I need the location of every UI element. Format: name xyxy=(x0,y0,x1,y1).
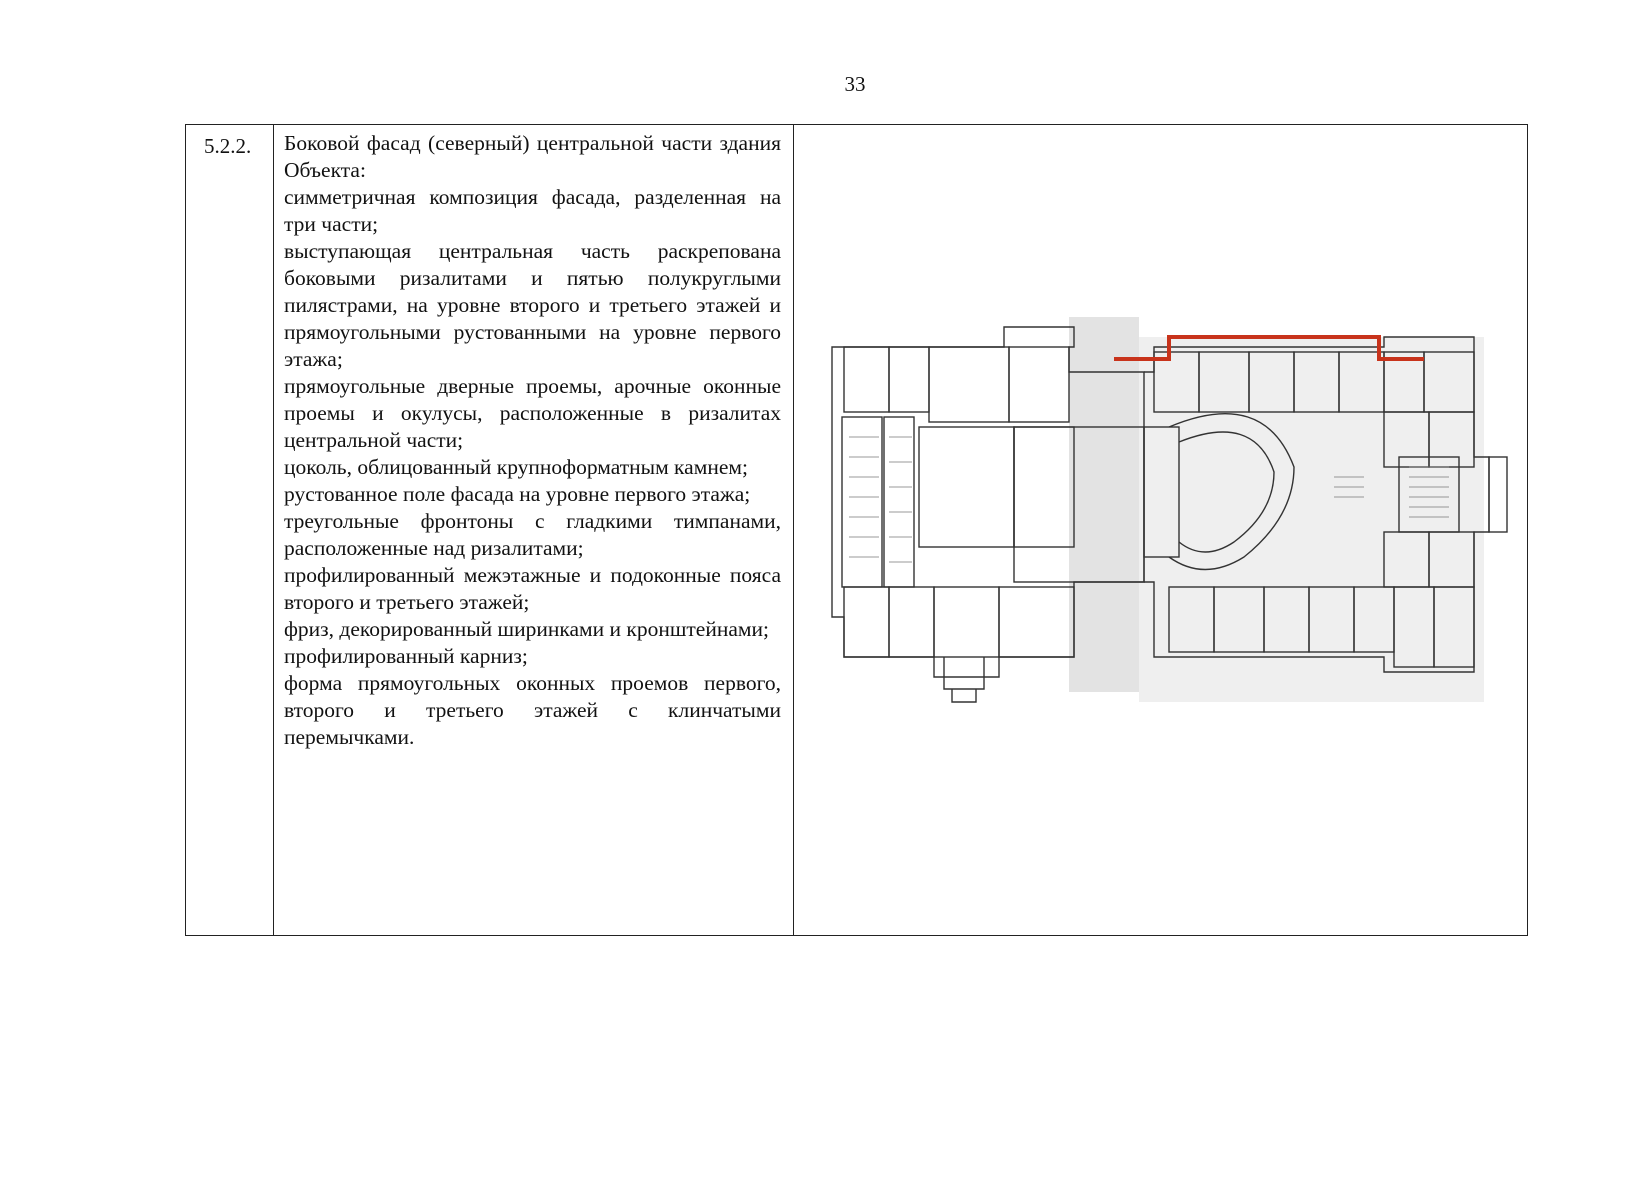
description-paragraph: симметричная композиция фасада, разделен… xyxy=(284,185,781,236)
description-paragraph: Боковой фасад (северный) центральной час… xyxy=(284,131,781,182)
floor-plan-image xyxy=(831,317,1508,703)
description-paragraph: выступающая центральная часть раскрепова… xyxy=(284,239,781,371)
description-paragraph: профилированный карниз; xyxy=(284,644,528,668)
description-paragraph: рустованное поле фасада на уровне первог… xyxy=(284,482,751,506)
row-number: 5.2.2. xyxy=(204,134,252,158)
description-cell: Боковой фасад (северный) центральной час… xyxy=(274,125,794,935)
page-number: 33 xyxy=(844,72,866,96)
row-number-cell: 5.2.2. xyxy=(186,125,274,935)
description-paragraph: профилированный межэтажные и подоконные … xyxy=(284,563,781,614)
description-paragraph: цоколь, облицованный крупноформатным кам… xyxy=(284,455,748,479)
description-paragraph: треугольные фронтоны с гладкими тимпанам… xyxy=(284,509,781,560)
document-table: 5.2.2. Боковой фасад (северный) централь… xyxy=(185,124,1528,936)
description-paragraph: форма прямоугольных оконных проемов перв… xyxy=(284,671,781,749)
floor-plan-cell xyxy=(794,125,1527,935)
description-paragraph: фриз, декорированный ширинками и кронште… xyxy=(284,617,769,641)
description-paragraph: прямоугольные дверные проемы, арочные ок… xyxy=(284,374,781,452)
